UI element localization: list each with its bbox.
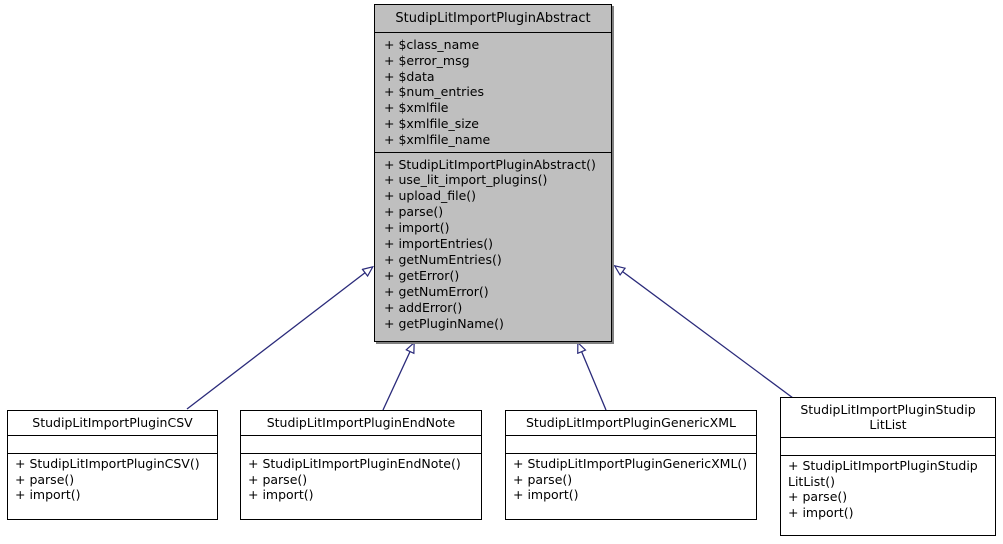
operation-row: + StudipLitImportPluginEndNote() — [248, 456, 461, 471]
class-box-studip-lit-import-plugin-abstract[interactable]: StudipLitImportPluginAbstract + $class_n… — [374, 4, 612, 342]
class-name-csv: StudipLitImportPluginCSV — [8, 411, 217, 436]
attributes-compartment-studiplitlist — [781, 438, 995, 456]
operation-row: + import() — [15, 487, 81, 503]
class-name-genericxml: StudipLitImportPluginGenericXML — [506, 411, 756, 436]
operation-row: + parse() — [788, 489, 848, 505]
attribute-row: + $xmlfile — [384, 100, 449, 116]
connector-genericxml-to-abstract — [578, 343, 607, 411]
attribute-row: + $error_msg — [384, 52, 470, 68]
operation-row: + importEntries() — [384, 236, 494, 252]
class-box-studip-lit-import-plugin-endnote[interactable]: StudipLitImportPluginEndNote + StudipLit… — [240, 410, 482, 520]
operation-row: + getError() — [384, 267, 460, 283]
operation-row: + parse() — [513, 471, 573, 487]
operation-row: + getNumEntries() — [384, 252, 502, 268]
operations-compartment-csv: + StudipLitImportPluginCSV() + parse() +… — [8, 454, 217, 507]
operations-compartment-studiplitlist: + StudipLitImportPluginStudip LitList() … — [781, 456, 995, 524]
operation-row: + import() — [248, 487, 314, 503]
class-box-studip-lit-import-plugin-csv[interactable]: StudipLitImportPluginCSV + StudipLitImpo… — [7, 410, 218, 520]
class-name-endnote: StudipLitImportPluginEndNote — [241, 411, 481, 436]
class-box-studip-lit-import-plugin-genericxml[interactable]: StudipLitImportPluginGenericXML + Studip… — [505, 410, 757, 520]
operations-compartment-genericxml: + StudipLitImportPluginGenericXML() + pa… — [506, 454, 756, 507]
class-box-studip-lit-import-plugin-studiplitlist[interactable]: StudipLitImportPluginStudip LitList + St… — [780, 397, 996, 536]
attribute-row: + $data — [384, 68, 435, 84]
operation-row: + parse() — [384, 204, 444, 220]
operation-row: + import() — [513, 487, 579, 503]
operations-compartment-abstract: + StudipLitImportPluginAbstract() + use_… — [375, 153, 611, 337]
operations-compartment-endnote: + StudipLitImportPluginEndNote() + parse… — [241, 454, 481, 507]
attributes-compartment-abstract: + $class_name + $error_msg + $data + $nu… — [375, 33, 611, 153]
operation-row: + upload_file() — [384, 188, 477, 204]
operation-row: + use_lit_import_plugins() — [384, 172, 548, 188]
attribute-row: + $class_name — [384, 37, 480, 52]
class-name-studiplitlist: StudipLitImportPluginStudip LitList — [781, 398, 995, 438]
class-name-abstract: StudipLitImportPluginAbstract — [375, 5, 611, 33]
operation-row: + StudipLitImportPluginAbstract() — [384, 156, 596, 172]
operation-row: + StudipLitImportPluginGenericXML() — [513, 456, 748, 471]
connector-csv-to-abstract — [186, 267, 373, 410]
operation-row: + import() — [384, 220, 450, 236]
operation-row: + getNumError() — [384, 283, 489, 299]
operation-row: + StudipLitImportPluginStudip LitList() — [788, 458, 978, 489]
operation-row: + addError() — [384, 299, 463, 315]
attribute-row: + $num_entries — [384, 84, 484, 100]
connector-endnote-to-abstract — [382, 343, 414, 411]
operation-row: + import() — [788, 504, 854, 520]
attributes-compartment-csv — [8, 436, 217, 454]
connector-studiplitlist-to-abstract — [615, 266, 794, 399]
operation-row: + StudipLitImportPluginCSV() — [15, 456, 200, 471]
attributes-compartment-endnote — [241, 436, 481, 454]
operation-row: + parse() — [248, 471, 308, 487]
attribute-row: + $xmlfile_size — [384, 115, 479, 131]
operation-row: + getPluginName() — [384, 315, 504, 331]
attribute-row: + $xmlfile_name — [384, 131, 491, 147]
attributes-compartment-genericxml — [506, 436, 756, 454]
operation-row: + parse() — [15, 471, 75, 487]
